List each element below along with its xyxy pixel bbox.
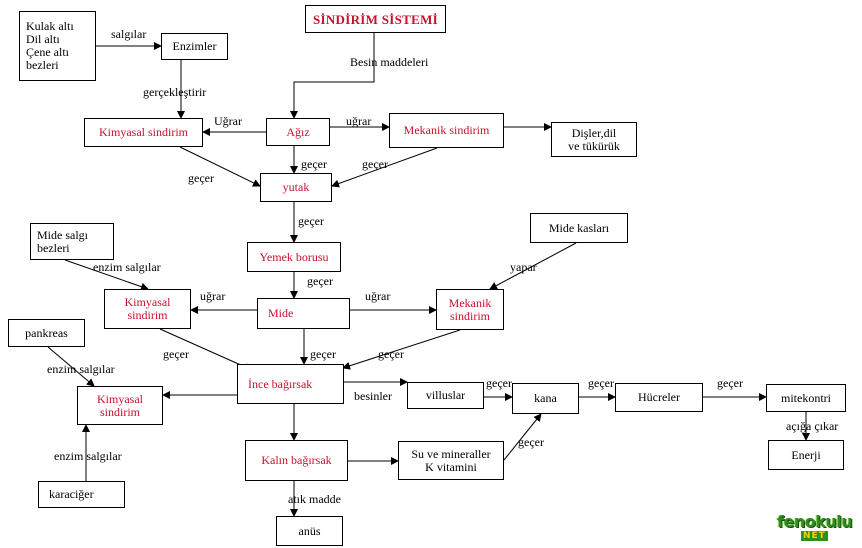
villi-box: villuslar bbox=[407, 382, 484, 409]
mechanical-digestion-box-2: Mekanik sindirim bbox=[436, 289, 504, 330]
anus-box: anüs bbox=[276, 516, 343, 546]
arrow-pancreas-chem3 bbox=[47, 346, 95, 387]
label-ugrar-4: uğrar bbox=[365, 289, 391, 303]
arrow-chem2-small bbox=[159, 328, 253, 371]
title-box: SİNDİRİM SİSTEMİ bbox=[305, 5, 446, 33]
label-besinler: besinler bbox=[354, 389, 392, 403]
label-gecer-pharynx: geçer bbox=[298, 214, 324, 228]
large-intestine-box: Kalın bağırsak bbox=[245, 440, 348, 481]
label-gecer-mech2: geçer bbox=[378, 347, 404, 361]
label-gerceklestirir: gerçekleştirir bbox=[143, 85, 207, 99]
label-ugrar-1: Uğrar bbox=[214, 114, 242, 128]
chemical-digestion-box-2: Kimyasal sindirim bbox=[104, 289, 191, 329]
arrow-title-mouth bbox=[290, 33, 375, 119]
enzymes-box: Enzimler bbox=[161, 33, 228, 60]
cells-box: Hücreler bbox=[615, 383, 703, 412]
arrow-mech1-pharynx bbox=[331, 147, 438, 188]
arrow-chem1-pharynx bbox=[179, 146, 261, 187]
label-gecer-mech1: geçer bbox=[362, 157, 388, 171]
liver-box: karaciğer bbox=[38, 481, 125, 508]
arrow-glands2-chem2 bbox=[64, 259, 149, 291]
label-gecer-villi: geçer bbox=[486, 376, 512, 390]
salivary-glands-box: Kulak altı Dil altı Çene altı bezleri bbox=[19, 11, 96, 81]
energy-box: Enerji bbox=[768, 440, 844, 470]
chemical-digestion-box-3: Kimyasal sindirim bbox=[77, 386, 163, 425]
label-gecer-stomach: geçer bbox=[310, 347, 336, 361]
arrow-water-blood bbox=[503, 413, 542, 461]
label-ugrar-2: uğrar bbox=[346, 114, 372, 128]
teeth-tongue-box: Dişler,dil ve tükürük bbox=[551, 122, 637, 157]
logo-word: fenokulu bbox=[777, 512, 853, 531]
mitochondria-box: mitekontri bbox=[766, 384, 846, 412]
arrow-mech2-small bbox=[342, 329, 461, 370]
small-intestine-box: İnce bağırsak bbox=[237, 364, 344, 404]
stomach-box: Mide bbox=[257, 298, 350, 329]
label-aciga-cikar: açığa çıkar bbox=[786, 419, 839, 433]
arrow-muscles-mech2 bbox=[489, 242, 577, 290]
label-enzim-salgilar-2: enzim salgılar bbox=[47, 362, 115, 376]
label-gecer-blood: geçer bbox=[588, 376, 614, 390]
esophagus-box: Yemek borusu bbox=[247, 242, 341, 272]
label-gecer-cells: geçer bbox=[717, 376, 743, 390]
label-yapar: yapar bbox=[510, 260, 537, 274]
label-besin-maddeleri: Besin maddeleri bbox=[350, 55, 429, 69]
label-enzim-salgilar-3: enzim salgılar bbox=[54, 449, 122, 463]
label-atik-madde: atık madde bbox=[288, 492, 341, 506]
label-gecer-chem1: geçer bbox=[188, 171, 214, 185]
mouth-box: Ağız bbox=[266, 118, 330, 146]
stomach-muscles-box: Mide kasları bbox=[530, 213, 628, 243]
stomach-glands-box: Mide salgı bezleri bbox=[30, 223, 114, 260]
label-gecer-mouth: geçer bbox=[301, 157, 327, 171]
label-gecer-esophagus: geçer bbox=[307, 274, 333, 288]
fenokulu-logo: fenokulu NET bbox=[777, 512, 853, 548]
logo-suffix: NET bbox=[801, 531, 828, 541]
label-salgilar: salgılar bbox=[111, 27, 147, 41]
water-minerals-box: Su ve mineraller K vitamini bbox=[398, 441, 504, 480]
label-enzim-salgilar-1: enzim salgılar bbox=[93, 260, 161, 274]
label-gecer-chem2: geçer bbox=[163, 347, 189, 361]
pancreas-box: pankreas bbox=[8, 319, 85, 347]
chemical-digestion-box-1: Kimyasal sindirim bbox=[84, 118, 203, 147]
label-gecer-water: geçer bbox=[518, 435, 544, 449]
blood-box: kana bbox=[512, 383, 579, 414]
pharynx-box: yutak bbox=[260, 173, 332, 202]
mechanical-digestion-box-1: Mekanik sindirim bbox=[389, 113, 504, 148]
label-ugrar-3: uğrar bbox=[200, 289, 226, 303]
